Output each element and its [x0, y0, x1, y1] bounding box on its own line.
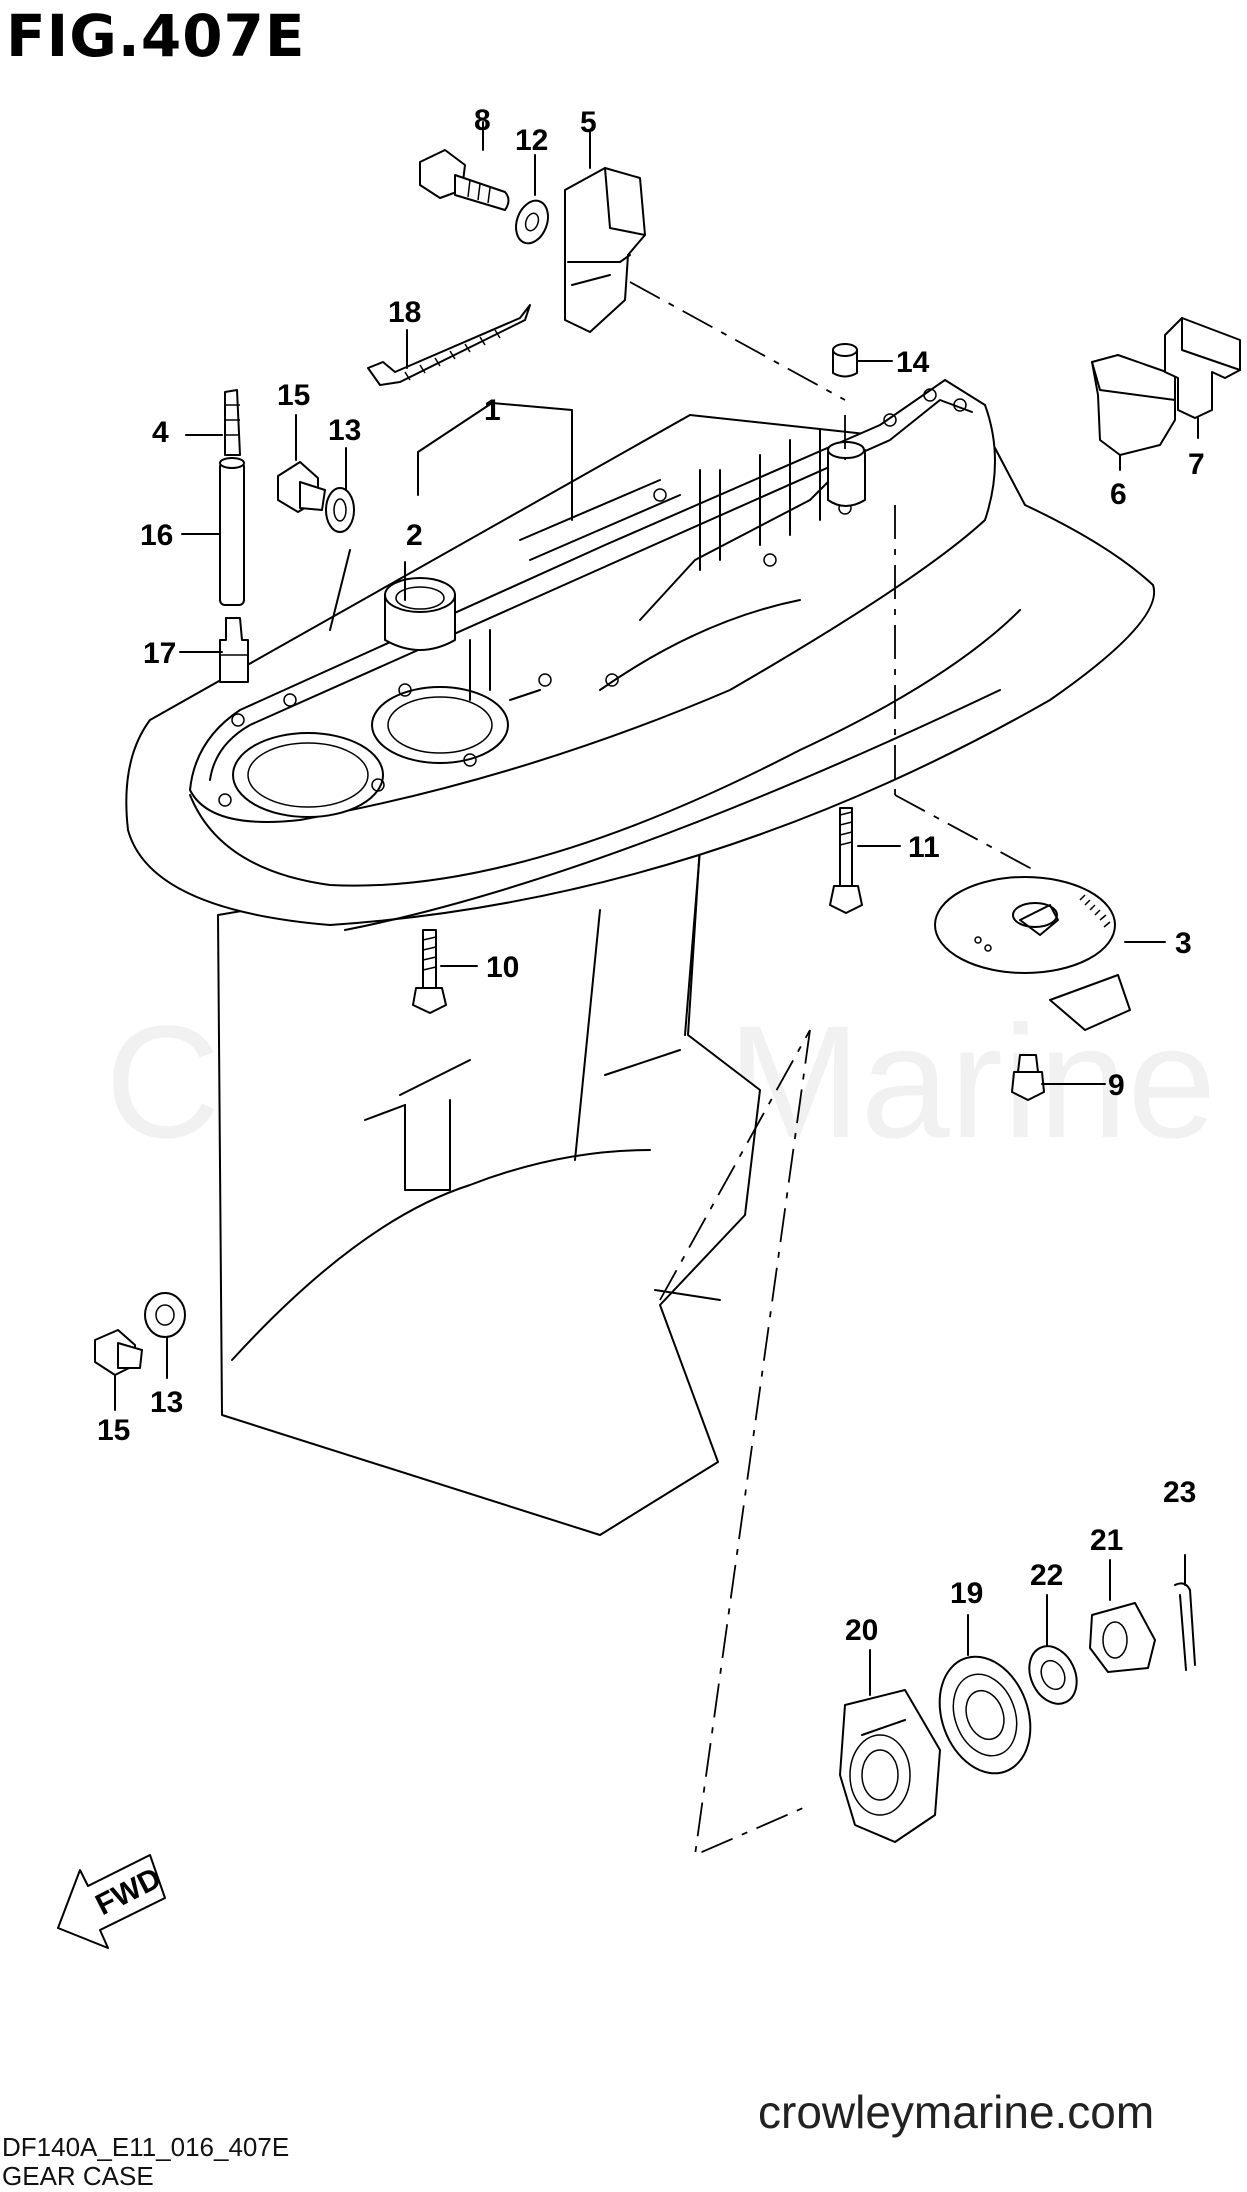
callout-12: 12	[515, 124, 548, 157]
callout-1: 1	[484, 394, 501, 427]
callout-7: 7	[1188, 448, 1205, 481]
gasket-part-13-upper	[325, 487, 355, 533]
plug-part-15-upper	[277, 461, 326, 513]
callout-19: 19	[950, 1577, 983, 1610]
nut-part-21	[1089, 1602, 1156, 1673]
callout-14: 14	[896, 346, 930, 379]
gear-case-housing	[125, 379, 1156, 1536]
bolt-part-8	[419, 149, 510, 211]
fitting-part-17	[219, 617, 249, 683]
plug-part-15-lower	[94, 1329, 143, 1376]
callout-8: 8	[474, 104, 491, 137]
anode-part-6	[1091, 354, 1176, 456]
callout-21: 21	[1090, 1524, 1123, 1557]
callout-22: 22	[1030, 1559, 1063, 1592]
protector-part-5	[564, 167, 646, 333]
callout-23: 23	[1163, 1476, 1196, 1509]
bolt-part-11	[829, 807, 863, 914]
figure-name: GEAR CASE	[2, 2161, 154, 2191]
bearing-housing-part-20	[839, 1689, 941, 1843]
callout-13-upper: 13	[328, 414, 361, 447]
retainer-part-19	[938, 1655, 1032, 1775]
callout-4: 4	[152, 416, 169, 449]
dowel-pin-part-14	[832, 343, 858, 378]
callout-11: 11	[908, 831, 940, 864]
nipple-part-4	[224, 389, 241, 456]
trim-tab-part-3	[934, 876, 1131, 1031]
callout-20: 20	[845, 1614, 878, 1647]
figure-title: FIG.407E	[6, 2, 306, 70]
bracket-part-7	[1164, 317, 1241, 419]
cotter-pin-part-23	[1174, 1582, 1196, 1671]
callout-5: 5	[580, 106, 597, 139]
site-url: crowleymarine.com	[758, 2086, 1155, 2138]
callout-10: 10	[486, 951, 519, 984]
callout-16: 16	[140, 519, 173, 552]
figure-code: DF140A_E11_016_407E	[2, 2132, 290, 2162]
bolt-part-10	[412, 929, 447, 1014]
callout-3: 3	[1175, 927, 1192, 960]
bushing-part-2	[384, 577, 456, 651]
callout-6: 6	[1110, 478, 1127, 511]
callout-13-lower: 13	[150, 1386, 183, 1419]
fwd-arrow-icon: FWD	[57, 1854, 166, 1949]
callout-17: 17	[143, 637, 176, 670]
tube-part-16	[219, 457, 245, 606]
cable-tie-part-18	[367, 304, 531, 386]
callout-9: 9	[1108, 1069, 1125, 1102]
washer-part-12	[515, 199, 549, 245]
callout-15-lower: 15	[97, 1414, 130, 1447]
gasket-part-13-lower	[144, 1292, 186, 1338]
callout-18: 18	[388, 296, 421, 329]
callout-2: 2	[406, 519, 423, 552]
screw-part-9	[1011, 1054, 1045, 1101]
washer-part-22	[1028, 1645, 1078, 1705]
callout-15-upper: 15	[277, 379, 310, 412]
